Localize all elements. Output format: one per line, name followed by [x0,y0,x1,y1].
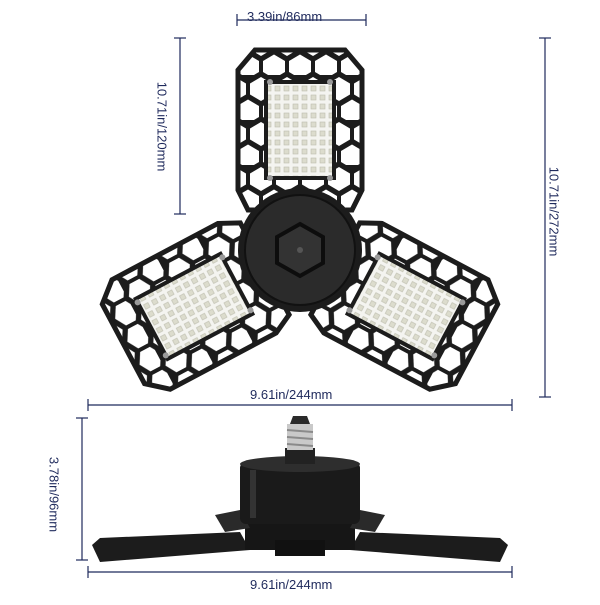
panel-height-label: 10.71in/120mm [154,81,170,172]
total-height-label: 10.71in/272mm [546,166,562,257]
total-width-bottom-label: 9.61in/244mm [250,577,333,592]
total-width-top-label: 9.61in/244mm [250,387,333,402]
side-height-label: 3.78in/96mm [46,456,62,533]
top-view [94,50,505,399]
panel-width-label: 3.39in/86mm [247,9,323,24]
wing-top [238,50,362,210]
side-view [92,416,508,562]
